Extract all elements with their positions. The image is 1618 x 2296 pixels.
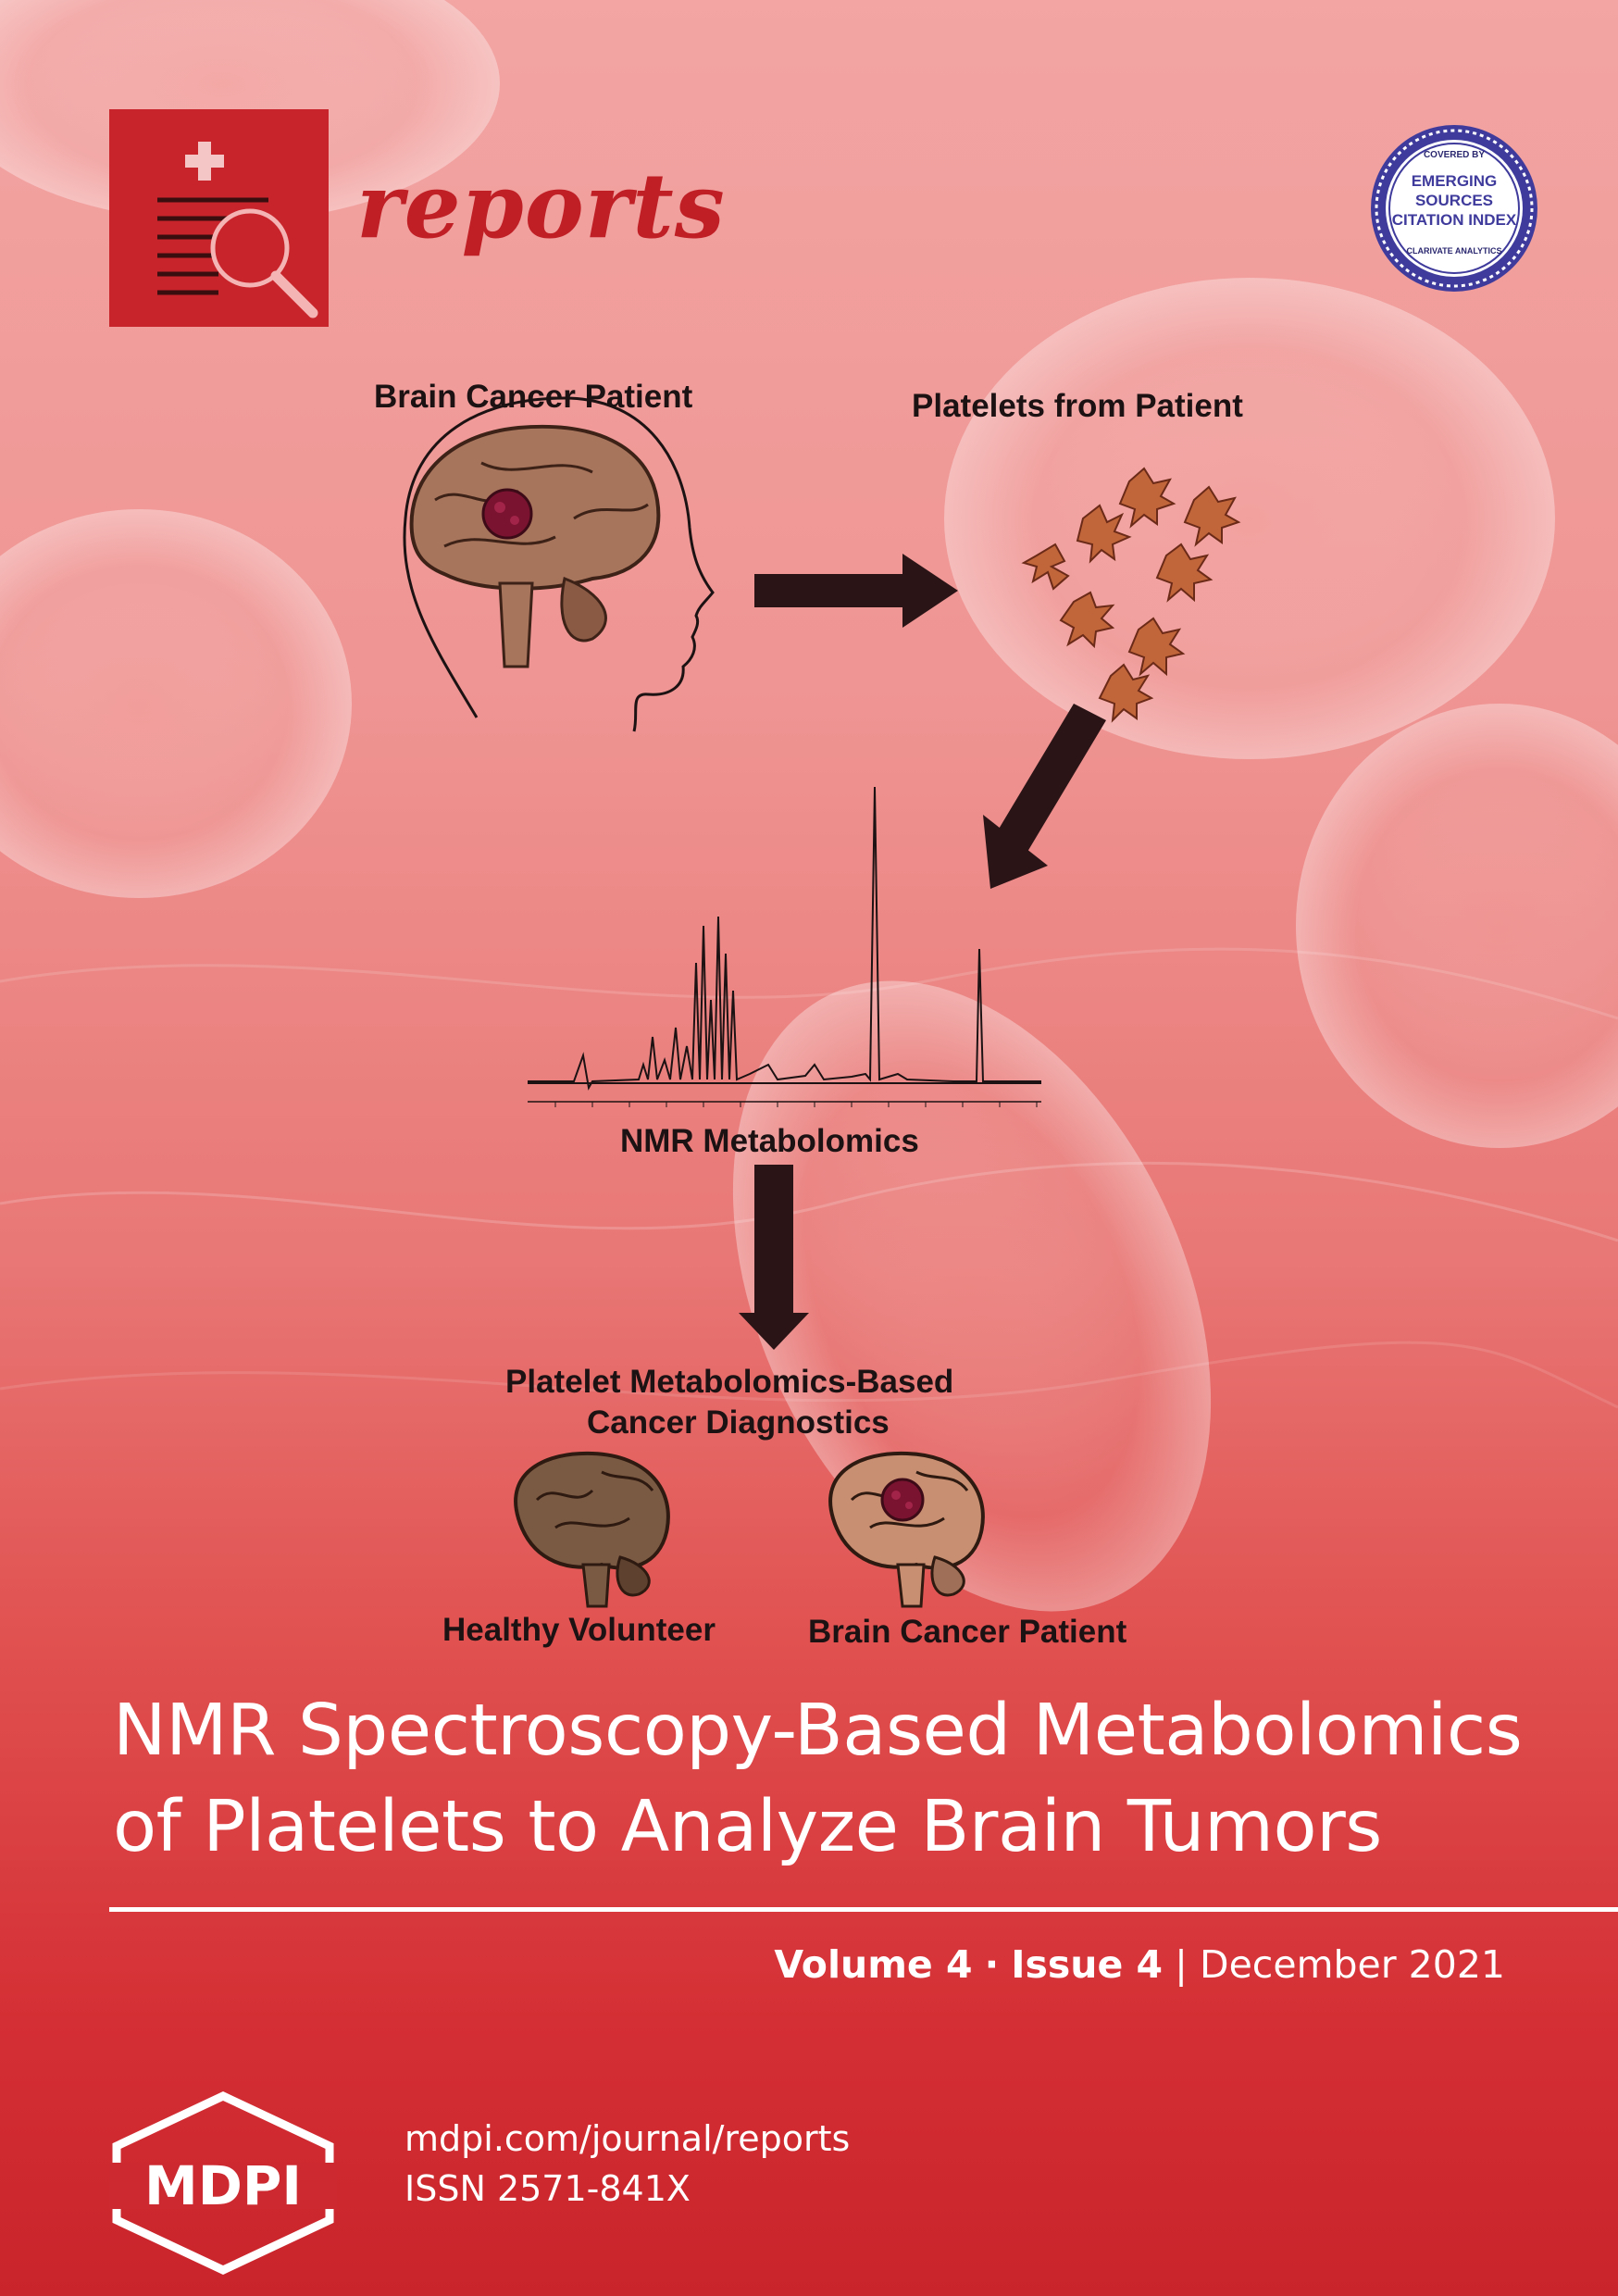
healthy-brain-icon [514,1451,670,1608]
blood-cell [732,980,1212,1612]
journal-url[interactable]: mdpi.com/journal/reports [404,2118,851,2159]
badge-clarivate: CLARIVATE ANALYTICS [1406,246,1502,256]
diagnostics-label-line1: Platelet Metabolomics-Based [505,1364,954,1400]
journal-logo [109,109,329,327]
title-divider [109,1907,1618,1912]
arrow-down-left-icon [983,704,1106,889]
arrow-down-icon [739,1165,809,1350]
cancer-brain-icon [828,1451,985,1608]
cancer-patient-label: Brain Cancer Patient [808,1614,1127,1650]
diagnostics-label-line2: Cancer Diagnostics [587,1404,890,1441]
nmr-label: NMR Metabolomics [620,1123,919,1159]
issue-text: Issue 4 [1011,1942,1164,1987]
mdpi-logo: MDPI [109,2090,337,2276]
issue-separator: · [984,1942,1000,1987]
blood-cell [1296,704,1618,1148]
badge-citation-index: CITATION INDEX [1391,211,1517,229]
mdpi-logo-text: MDPI [144,2154,302,2217]
issue-divider: | [1175,1942,1188,1987]
platelets-label: Platelets from Patient [912,388,1243,424]
article-title-line2: of Platelets to Analyze Brain Tumors [113,1786,1382,1868]
nmr-spectrum-chart [528,786,1041,1107]
issue-date: December 2021 [1200,1942,1505,1987]
badge-emerging: EMERGING [1411,172,1498,190]
article-title: NMR Spectroscopy-Based Metabolomics of P… [113,1683,1557,1876]
journal-name: reports [356,154,726,258]
blood-cell [944,278,1555,759]
arrow-right-icon [754,554,958,628]
patient-head-icon [403,396,715,732]
badge-sources: SOURCES [1414,192,1494,209]
issn-text: ISSN 2571-841X [404,2168,691,2209]
badge-covered-by: COVERED BY [1423,150,1486,160]
blood-cell [0,509,352,898]
medical-report-magnifier-icon [157,142,318,318]
issue-info: Volume 4 · Issue 4 | December 2021 [774,1942,1505,1987]
graphical-abstract [403,396,1241,1608]
esci-badge: COVERED BY EMERGING SOURCES CITATION IND… [1368,122,1540,294]
patient-label: Brain Cancer Patient [374,379,693,415]
platelets-icon [1021,467,1241,723]
article-title-line1: NMR Spectroscopy-Based Metabolomics [113,1690,1523,1772]
healthy-volunteer-label: Healthy Volunteer [442,1612,716,1648]
volume-text: Volume 4 [774,1942,973,1987]
